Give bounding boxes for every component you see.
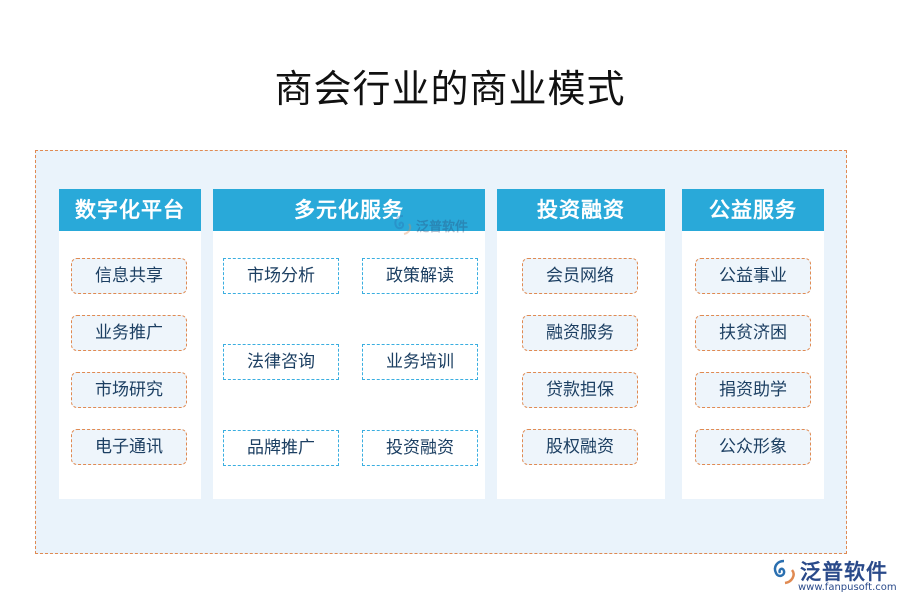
column-public-welfare: 公益服务 公益事业 扶贫济困 捐资助学 公众形象 — [682, 189, 824, 499]
item-box: 市场研究 — [71, 372, 187, 408]
watermark: 泛普软件 — [392, 214, 468, 236]
brand-swirl-icon — [773, 559, 795, 585]
item-box: 业务培训 — [362, 344, 478, 380]
item-box: 法律咨询 — [223, 344, 339, 380]
item-box: 扶贫济困 — [695, 315, 811, 351]
column-digital-platform: 数字化平台 信息共享 业务推广 市场研究 电子通讯 — [59, 189, 201, 499]
brand-url: www.fanpusoft.com — [798, 582, 897, 593]
column-diversified-services: 多元化服务 市场分析 政策解读 法律咨询 业务培训 品牌推广 投资融资 — [213, 189, 485, 499]
watermark-text: 泛普软件 — [416, 219, 469, 235]
item-box: 公益事业 — [695, 258, 811, 294]
column-header: 多元化服务 — [213, 189, 485, 231]
column-header: 公益服务 — [682, 189, 824, 231]
brand-name: 泛普软件 — [800, 560, 888, 584]
brand-logo: 泛普软件 www.fanpusoft.com — [770, 556, 897, 594]
item-box: 投资融资 — [362, 430, 478, 466]
item-box: 信息共享 — [71, 258, 187, 294]
item-box: 股权融资 — [522, 429, 638, 465]
item-box: 政策解读 — [362, 258, 478, 294]
item-box: 品牌推广 — [223, 430, 339, 466]
item-box: 电子通讯 — [71, 429, 187, 465]
item-box: 公众形象 — [695, 429, 811, 465]
item-box: 会员网络 — [522, 258, 638, 294]
item-box: 贷款担保 — [522, 372, 638, 408]
item-box: 业务推广 — [71, 315, 187, 351]
column-investment-financing: 投资融资 会员网络 融资服务 贷款担保 股权融资 — [497, 189, 665, 499]
column-header: 投资融资 — [497, 189, 665, 231]
page-title: 商会行业的商业模式 — [274, 67, 626, 111]
item-box: 市场分析 — [223, 258, 339, 294]
item-box: 融资服务 — [522, 315, 638, 351]
item-box: 捐资助学 — [695, 372, 811, 408]
column-header: 数字化平台 — [59, 189, 201, 231]
brand-swirl-icon — [394, 215, 412, 235]
